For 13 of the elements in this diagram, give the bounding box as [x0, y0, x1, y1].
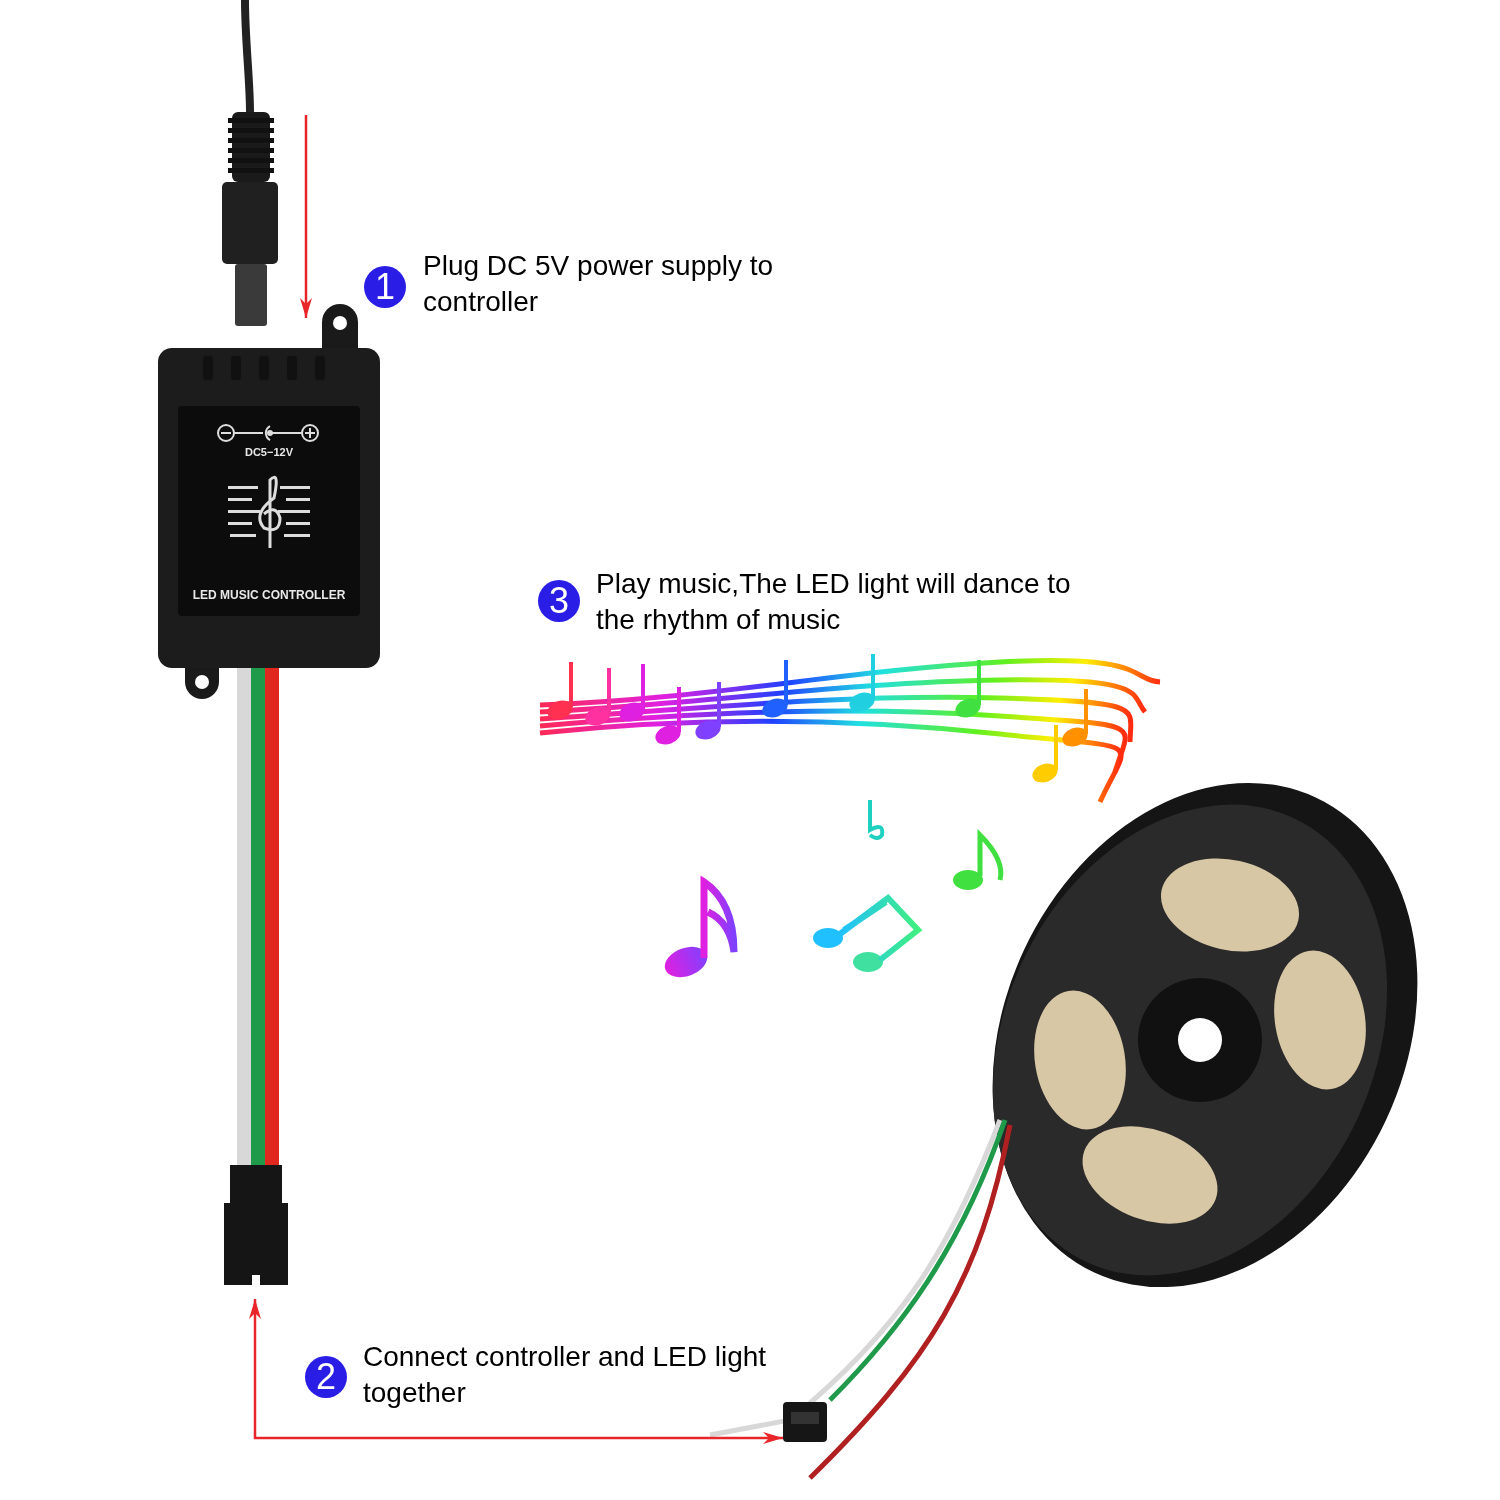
instruction-text: Play music,The LED light will dance to the rhythm of music — [596, 567, 1072, 637]
product-label: LED MUSIC CONTROLLER — [191, 588, 347, 602]
voltage-label: DC5−12V — [244, 446, 294, 458]
instruction-text: Plug DC 5V power supply to controller — [423, 249, 775, 319]
step-number: 3 — [538, 580, 580, 622]
arrow — [249, 1299, 783, 1444]
step-number: 1 — [364, 266, 406, 308]
arrow — [300, 115, 312, 318]
connector-plug — [224, 1165, 288, 1285]
connector-socket — [783, 1402, 827, 1442]
instruction-text: Connect controller and LED light together — [363, 1340, 768, 1410]
music-controller-box — [158, 348, 380, 668]
step-number: 2 — [305, 1356, 347, 1398]
